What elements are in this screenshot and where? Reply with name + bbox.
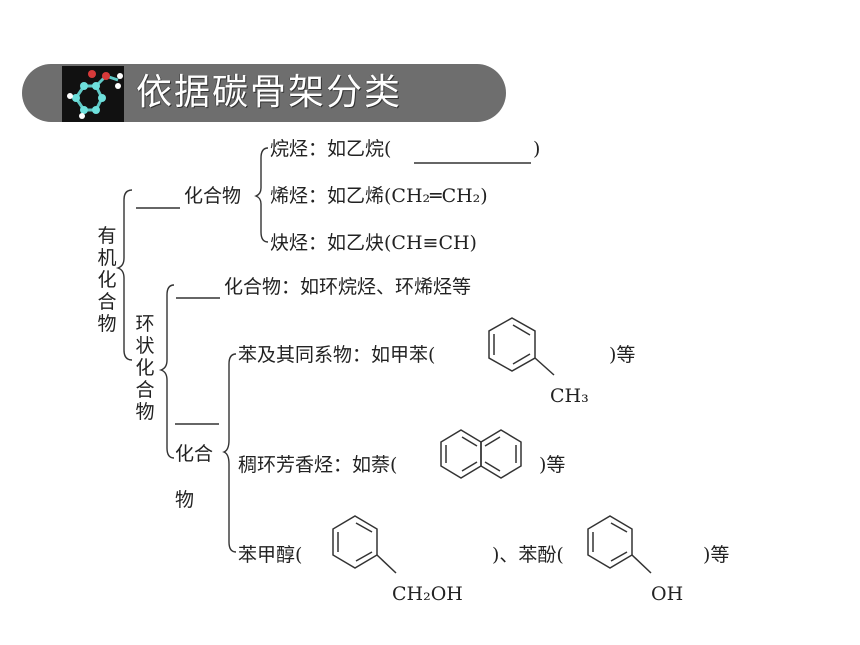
toluene-structure — [488, 317, 555, 376]
benzyl-alcohol-structure — [332, 515, 397, 574]
toluene-ch3-label: CH₃ — [550, 385, 589, 407]
alkane-close: ) — [533, 138, 541, 160]
alkane-row: 烷烃：如乙烷( — [270, 138, 392, 160]
naphthalene-structure — [440, 429, 522, 479]
alicyclic-row: 化合物：如环烷烃、环烯烃等 — [224, 276, 472, 298]
cyclic-label: 环状化合物 — [135, 313, 155, 423]
benzyl-ch2oh-label: CH₂OH — [392, 583, 463, 605]
benzene-row: 苯及其同系物：如甲苯( — [238, 344, 436, 366]
alkyne-row: 炔烃：如乙炔(CH≡CH) — [270, 232, 477, 254]
root-label: 有机化合物 — [97, 225, 117, 335]
phenol-structure — [587, 515, 652, 574]
page-title: 依据碳骨架分类 — [136, 72, 403, 113]
phenol-oh-label: OH — [651, 583, 684, 605]
molecule-logo-icon — [62, 66, 124, 122]
aromatic-label-2: 物 — [175, 489, 195, 511]
alcohol-close: )等 — [703, 544, 730, 566]
benzene-close: )等 — [609, 344, 636, 366]
alkene-row: 烯烃：如乙烯(CH₂═CH₂) — [270, 185, 488, 207]
fused-row: 稠环芳香烃：如萘( — [238, 454, 398, 476]
alcohol-row: 苯甲醇( — [238, 544, 303, 566]
alcohol-mid: )、苯酚( — [492, 544, 564, 566]
aromatic-label-1: 化合 — [175, 443, 214, 465]
fused-close: )等 — [539, 454, 566, 476]
chain-compound-label: 化合物 — [184, 185, 242, 207]
